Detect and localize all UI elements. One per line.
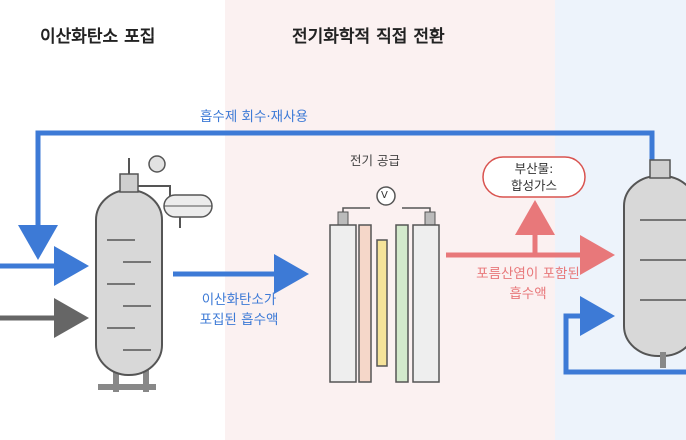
power-supply-label: 전기 공급 (350, 153, 400, 168)
byproduct-line2: 합성가스 (510, 178, 557, 193)
voltmeter-icon (376, 186, 396, 206)
byproduct-line1: 부산물: (514, 161, 554, 176)
voltmeter-label: V (381, 190, 388, 201)
formate-line1: 포름산염이 포함된 (476, 266, 580, 282)
return-loop-arrow (563, 296, 686, 375)
byproduct-badge (482, 156, 586, 198)
formate-line2: 흡수액 (509, 286, 547, 302)
formate-label: 포름산염이 포함된 흡수액 (458, 264, 598, 304)
capture-section-title: 이산화탄소 포집 (40, 27, 156, 47)
conversion-zone (225, 0, 555, 440)
recycle-label: 흡수제 회수·재사용 (200, 109, 308, 125)
separator-vessel (623, 159, 686, 368)
absorbent-line1: 이산화탄소가 (201, 292, 277, 308)
conversion-section-title: 전기화학적 직접 전환 (292, 27, 445, 47)
absorbent-line2: 포집된 흡수액 (199, 312, 279, 328)
byproduct-label: 부산물: 합성가스 (483, 160, 585, 194)
absorbent-label: 이산화탄소가 포집된 흡수액 (180, 290, 298, 330)
absorber-vessel (95, 155, 213, 392)
electrolyzer-cell (329, 186, 440, 383)
